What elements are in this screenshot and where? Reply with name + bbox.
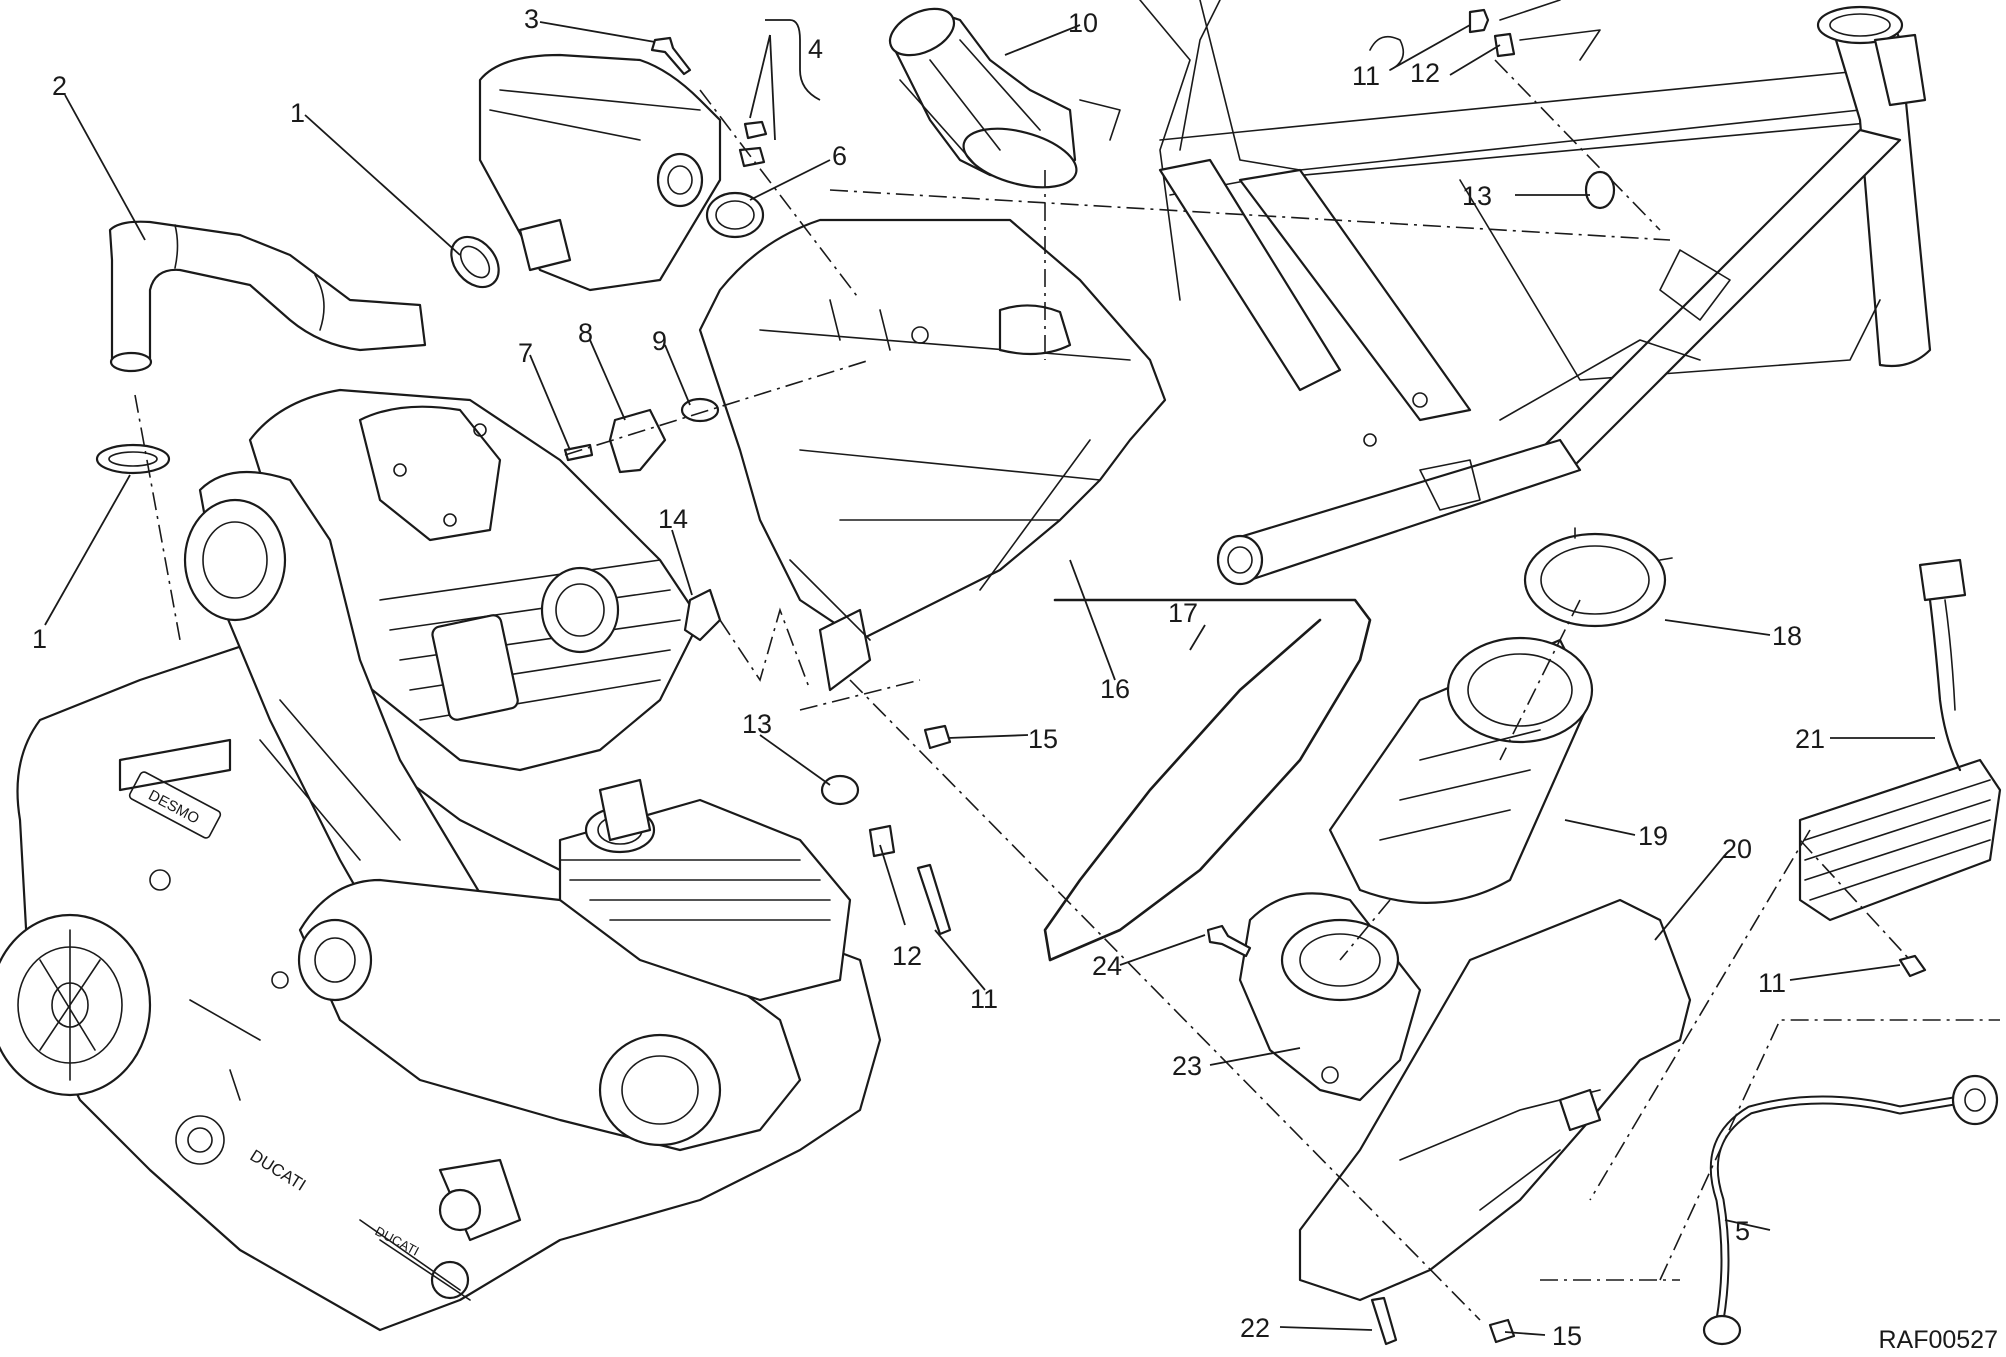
callout-18: 18 [1772, 621, 1802, 651]
callout-8: 8 [578, 318, 593, 348]
callout-22: 22 [1240, 1313, 1270, 1343]
screw-11-mid [916, 863, 952, 936]
screw-24 [1206, 924, 1252, 958]
callout-3: 3 [524, 4, 539, 34]
hose-clamp-lower [95, 443, 171, 475]
engine: DESMO DUCATI DUCATI [0, 388, 882, 1332]
callout-19: 19 [1638, 821, 1668, 851]
spacer-12-mid [868, 824, 896, 858]
cover-gasket [1043, 598, 1372, 962]
screw-11-right [1898, 954, 1927, 978]
sensor-8 [608, 408, 667, 474]
airbox-housing [698, 218, 1167, 692]
callout-21: 21 [1795, 724, 1825, 754]
clip-15-bottom [1488, 1318, 1516, 1344]
filter-base [1238, 892, 1422, 1102]
breather-hose [108, 220, 427, 373]
callout-1-lower: 1 [32, 624, 47, 654]
callout-23: 23 [1172, 1051, 1202, 1081]
callout-17: 17 [1168, 598, 1198, 628]
callout-12-top: 12 [1410, 58, 1440, 88]
nut-4 [743, 120, 768, 140]
breather-tube [1702, 1074, 1999, 1346]
screw-3 [650, 36, 692, 76]
airbox-cover [1298, 898, 1692, 1302]
intake-elbow [888, 7, 1078, 189]
callout-14: 14 [658, 504, 688, 534]
screw-7 [563, 443, 594, 462]
callout-24: 24 [1092, 951, 1122, 981]
callout-11-mid: 11 [970, 984, 998, 1014]
callout-4: 4 [808, 34, 823, 64]
frame [1079, 0, 1932, 586]
clip-14 [683, 588, 722, 642]
drawing-reference-code: RAF00527 [1878, 1326, 1998, 1354]
gasket-9 [680, 397, 720, 423]
breather-tank [478, 53, 722, 292]
callout-15-mid: 15 [1028, 724, 1058, 754]
callout-11-top: 11 [1352, 61, 1380, 91]
assembly-lines [134, 59, 2000, 1321]
callout-20: 20 [1722, 834, 1752, 864]
callout-12-mid: 12 [892, 941, 922, 971]
screw-11-top [1468, 8, 1490, 34]
callout-9: 9 [652, 326, 667, 356]
callout-6: 6 [832, 141, 847, 171]
grommet-13-top [1584, 170, 1616, 210]
screw-22 [1370, 1296, 1398, 1346]
callout-2: 2 [52, 71, 67, 101]
grommet-13-mid [820, 774, 860, 806]
callout-13-top: 13 [1462, 181, 1492, 211]
o-ring-6 [705, 191, 765, 239]
grommet-4 [738, 146, 766, 168]
clip-15-mid [923, 724, 952, 750]
callout-15-bottom: 15 [1552, 1321, 1582, 1351]
voltage-regulator [1798, 558, 2002, 922]
filter-ring [1523, 527, 1673, 628]
leader-lines [44, 21, 1935, 1336]
callout-11-right: 11 [1758, 968, 1786, 998]
callout-13-mid: 13 [742, 709, 772, 739]
spacer-12-top [1493, 32, 1516, 58]
air-filter-element [1328, 636, 1594, 904]
callout-5: 5 [1735, 1216, 1750, 1246]
callout-10: 10 [1068, 8, 1098, 38]
callout-7: 7 [518, 338, 533, 368]
bracket-4 [765, 19, 821, 101]
hose-clamp-upper [450, 235, 500, 289]
callout-1-upper: 1 [290, 98, 305, 128]
callout-16: 16 [1100, 674, 1130, 704]
callout-labels: 2 1 3 4 6 7 8 9 10 11 12 13 1 14 13 12 1… [32, 4, 1825, 1351]
